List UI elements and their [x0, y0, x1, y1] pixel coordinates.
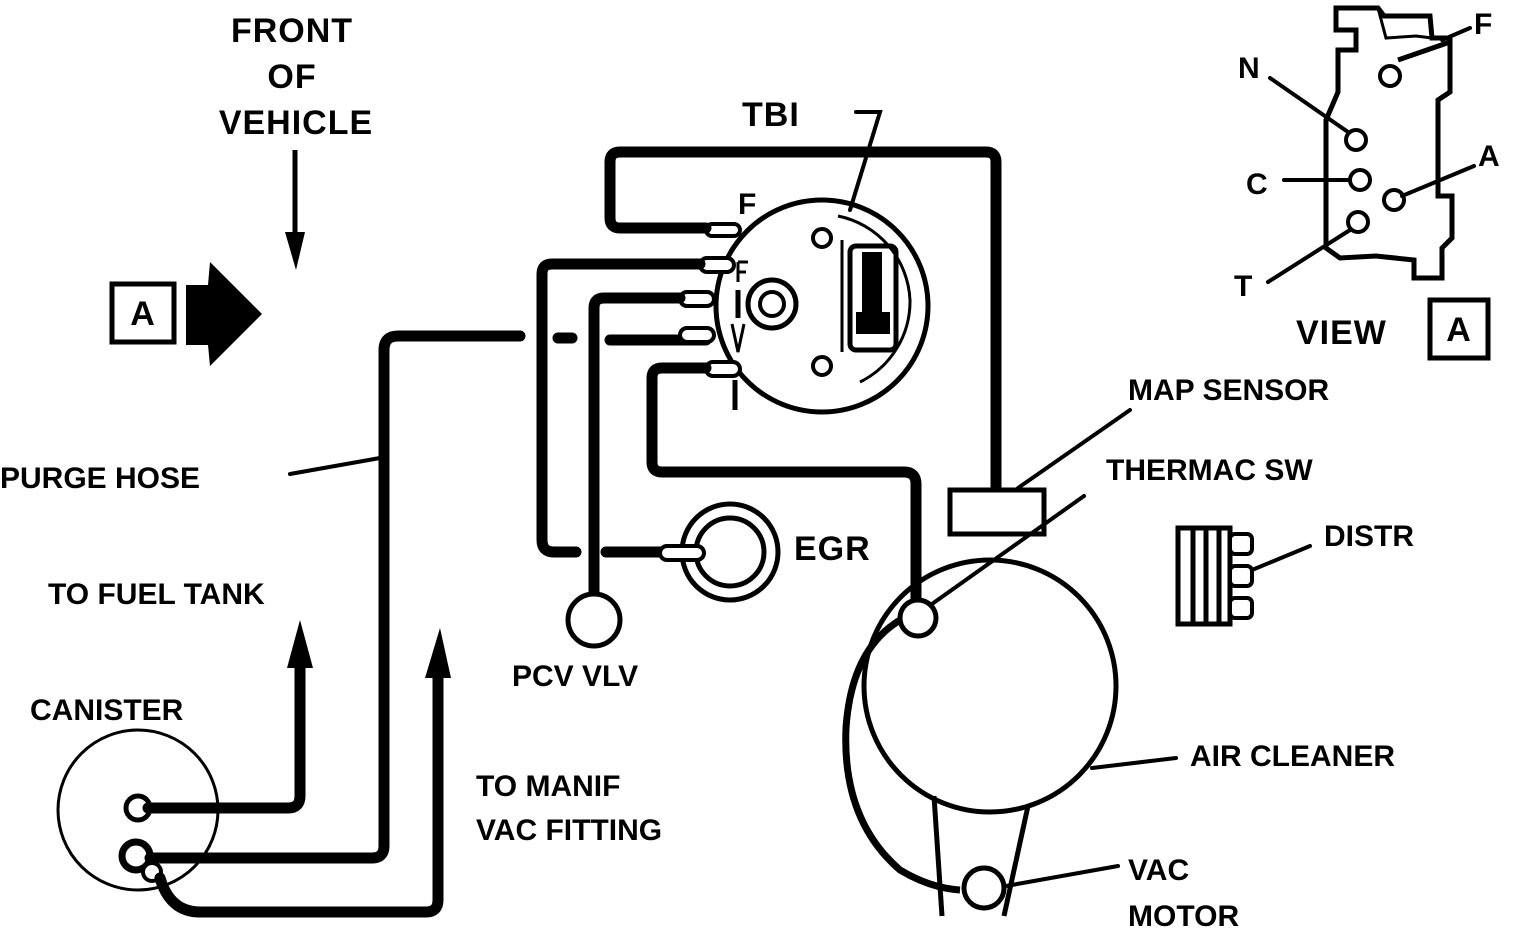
- air-cleaner: [842, 557, 1119, 917]
- view-direction-arrow-icon: [186, 262, 262, 366]
- egr-valve: [658, 501, 781, 603]
- vac-motor-label-line2: MOTOR: [1128, 900, 1239, 933]
- view-a-n-leader: [1268, 76, 1350, 134]
- vac-motor-leader: [1004, 864, 1120, 888]
- to-manif-arrow-icon: [425, 628, 451, 678]
- thermac-sw-label: THERMAC SW: [1106, 454, 1313, 487]
- tbi-leader: [848, 110, 883, 212]
- purge-hose-label: PURGE HOSE: [0, 462, 200, 495]
- tbi-f-label: F: [738, 188, 756, 221]
- map-sensor-label: MAP SENSOR: [1128, 374, 1329, 407]
- view-a-marker: A: [109, 262, 262, 366]
- view-a-t-leader: [1266, 228, 1352, 284]
- view-a-a-leader: [1400, 164, 1476, 198]
- view-a-n-label: N: [1238, 52, 1260, 85]
- view-a-detail: [1323, 5, 1455, 281]
- of-text: OF: [267, 58, 316, 96]
- to-manif-label-line2: VAC FITTING: [476, 814, 662, 847]
- vac-motor: [961, 865, 1007, 911]
- manifold-vac-hose: [154, 666, 444, 918]
- purge-hose-leader: [288, 456, 382, 476]
- fuel-tank-hose: [142, 654, 306, 814]
- view-a-c-label: C: [1246, 168, 1268, 201]
- view-a-a-label: A: [1478, 140, 1500, 173]
- pcv-vlv-label: PCV VLV: [512, 660, 638, 693]
- front-of-vehicle-label: FRONT OF VEHICLE: [219, 12, 373, 142]
- view-a-box-letter: A: [1446, 311, 1472, 349]
- map-sensor-leader: [1016, 408, 1132, 490]
- tbi-unit: [678, 197, 931, 415]
- thermac-sw-leader: [930, 494, 1086, 606]
- purge-hose: [144, 330, 526, 864]
- tbi-label: TBI: [742, 96, 800, 134]
- thermac-switch: [897, 597, 939, 639]
- distributor: [1175, 525, 1254, 627]
- air-cleaner-label: AIR CLEANER: [1190, 740, 1395, 773]
- pcv-hose: [588, 292, 686, 606]
- to-manif-label-line1: TO MANIF: [476, 770, 620, 803]
- canister-label: CANISTER: [30, 694, 184, 727]
- vac-motor-label-line1: VAC: [1128, 854, 1189, 887]
- to-fuel-tank-arrow-icon: [287, 620, 313, 668]
- thermac-hose: [646, 362, 922, 608]
- egr-label: EGR: [794, 530, 871, 568]
- pcv-valve: [565, 591, 623, 649]
- distr-leader: [1250, 544, 1312, 572]
- view-a-f-label: F: [1474, 8, 1492, 41]
- air-cleaner-leader: [1090, 756, 1178, 770]
- distr-label: DISTR: [1324, 520, 1414, 553]
- map-sensor-hose: [604, 146, 1002, 496]
- front-text: FRONT: [231, 12, 353, 50]
- canister: [56, 728, 220, 892]
- view-a-title: VIEW: [1296, 314, 1387, 352]
- view-a-t-label: T: [1234, 270, 1252, 303]
- view-a-f-leader: [1440, 26, 1472, 42]
- map-sensor: [947, 487, 1047, 537]
- to-fuel-tank-label: TO FUEL TANK: [48, 578, 265, 611]
- front-arrow-icon: [285, 150, 305, 270]
- view-marker-letter: A: [130, 295, 156, 333]
- vehicle-text: VEHICLE: [219, 104, 373, 142]
- view-a-box: [1427, 297, 1491, 361]
- egr-hose: [536, 258, 706, 558]
